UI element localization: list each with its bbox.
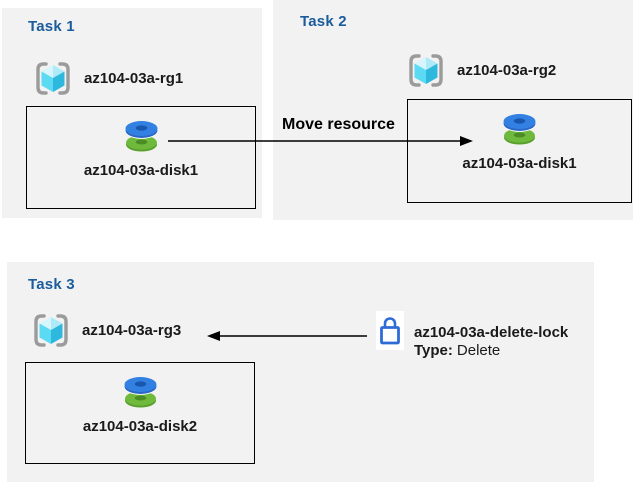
resource-group-icon xyxy=(31,312,71,349)
task3-resource-group: az104-03a-rg3 xyxy=(31,312,181,349)
task3-panel: Task 3 az104-03a-rg3 xyxy=(7,262,594,482)
task2-title: Task 2 xyxy=(300,13,347,30)
task3-resource-group-label: az104-03a-rg3 xyxy=(82,322,182,339)
task1-resource-box: az104-03a-disk1 xyxy=(26,106,256,209)
lock-name-label: az104-03a-delete-lock xyxy=(414,324,569,341)
task2-resource-group-label: az104-03a-rg2 xyxy=(457,62,557,79)
task2-resource-box: az104-03a-disk1 xyxy=(407,99,632,203)
task2-panel: Task 2 az104-03a-rg2 xyxy=(273,0,633,220)
lock-type-key: Type: xyxy=(414,342,453,359)
task1-disk-label: az104-03a-disk1 xyxy=(83,162,199,179)
resource-group-icon xyxy=(406,52,446,89)
lock-type-label: Type:Delete xyxy=(414,342,568,360)
task1-title: Task 1 xyxy=(28,18,75,35)
task1-panel: Task 1 az104-03a-rg1 xyxy=(2,8,262,218)
task1-resource-group: az104-03a-rg1 xyxy=(33,60,183,97)
lock-type-value: Delete xyxy=(456,342,501,359)
lock-label-group: az104-03a-delete-lock Type:Delete xyxy=(414,324,568,360)
task1-resource-group-label: az104-03a-rg1 xyxy=(84,70,184,87)
disk-icon xyxy=(122,375,159,409)
disk-icon xyxy=(501,112,538,146)
resource-group-icon xyxy=(33,60,73,97)
task3-title: Task 3 xyxy=(28,276,75,293)
task3-resource-box: az104-03a-disk2 xyxy=(25,362,255,464)
task3-disk-label: az104-03a-disk2 xyxy=(82,418,198,435)
move-resource-label: Move resource xyxy=(282,116,395,133)
task2-disk-label: az104-03a-disk1 xyxy=(462,155,577,172)
lock-icon xyxy=(376,311,404,350)
disk-icon xyxy=(123,119,160,153)
task2-resource-group: az104-03a-rg2 xyxy=(406,52,556,89)
